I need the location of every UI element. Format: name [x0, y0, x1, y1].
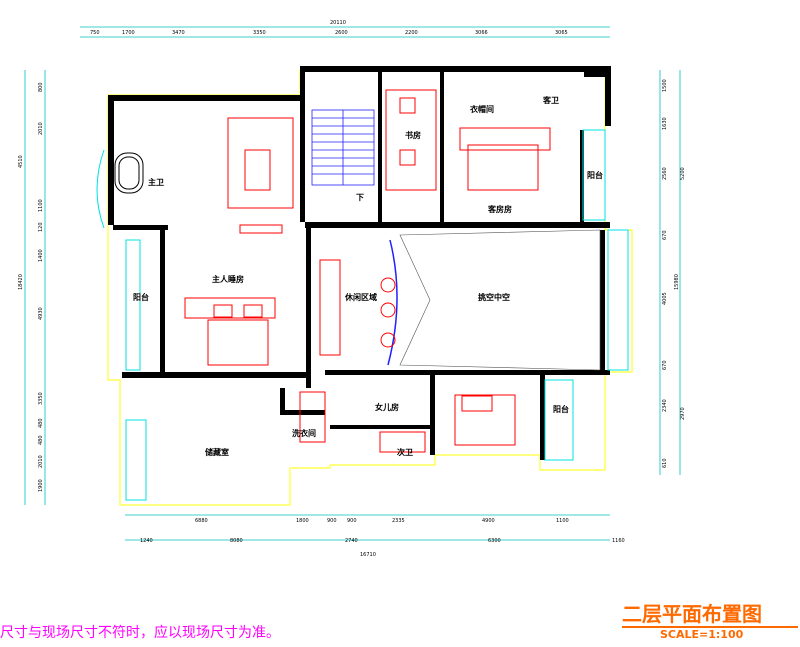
windows: [96, 129, 629, 501]
dim-top-4: 2600: [335, 30, 348, 36]
dim-top-5: 2200: [405, 30, 418, 36]
dim-bottom1-2: 900: [327, 518, 337, 524]
dim-bottom1-3: 900: [347, 518, 357, 524]
note-text: 尺寸与现场尺寸不符时，应以现场尺寸为准。: [0, 625, 280, 641]
dim-bottom2-2: 2740: [345, 538, 358, 544]
room-labels: 主卫 主人睡房 阳台 书房 衣帽间 客房房 阳台 休闲区域 挑空中空 女儿房 阳…: [133, 95, 603, 457]
room-master-bath: 主卫: [148, 177, 164, 187]
dim-left-4: 120: [38, 222, 44, 232]
plan-scale: SCALE=1:100: [660, 628, 744, 641]
room-balcony-se: 阳台: [553, 404, 569, 414]
dim-bottom2-4: 1160: [612, 538, 625, 544]
dims-right: 15980 1500 1630 2560 5200 670 4005 670 2…: [662, 79, 686, 468]
room-atrium: 挑空中空: [478, 292, 510, 302]
dim-right-2: 2560: [662, 167, 668, 180]
dim-right-4: 670: [662, 230, 668, 240]
room-daughter: 女儿房: [375, 402, 399, 412]
room-bath-s: 次卫: [397, 447, 413, 457]
furniture: [184, 89, 551, 453]
dim-left-5: 1400: [38, 249, 44, 262]
stair: [311, 109, 375, 186]
dim-top-1: 1700: [122, 30, 135, 36]
room-wash: 洗衣间: [292, 428, 316, 438]
room-balcony-ne: 阳台: [587, 170, 603, 180]
room-cloak: 衣帽间: [470, 104, 494, 114]
dim-right-9: 610: [662, 458, 668, 468]
dim-right-7: 2340: [662, 399, 668, 412]
room-bath-n: 客卫: [542, 95, 559, 105]
room-study: 书房: [405, 130, 421, 140]
dim-left-1: 2010: [38, 122, 44, 135]
dim-top-3: 3350: [253, 30, 266, 36]
dim-left-2: 4510: [18, 155, 24, 168]
dim-left-7: 3350: [38, 392, 44, 405]
dim-left-8: 480: [38, 418, 44, 428]
dim-top-6: 3066: [475, 30, 488, 36]
dims-bottom: 6880 1800 900 900 2335 4900 1100 1240 80…: [140, 518, 625, 558]
dim-right-3: 5200: [680, 167, 686, 180]
plan-title: 二层平面布置图: [622, 602, 762, 626]
atrium-void: [387, 229, 601, 371]
dims-top: 20110 750 1700 3470 3350 2600 2200 3066 …: [90, 20, 568, 36]
bathtub: [114, 152, 144, 194]
dim-top-0: 750: [90, 30, 100, 36]
dim-bottom1-5: 4900: [482, 518, 495, 524]
dim-right-5: 4005: [662, 292, 668, 305]
room-storage: 储藏室: [204, 447, 229, 457]
dim-bottom1-0: 6880: [195, 518, 208, 524]
dim-left-total: 18420: [18, 274, 24, 290]
dim-bottom2-1: 8080: [230, 538, 243, 544]
dim-bottom2-3: 6300: [488, 538, 501, 544]
dim-left-9: 480: [38, 435, 44, 445]
dim-bottom2-0: 1240: [140, 538, 153, 544]
room-master-bed: 主人睡房: [212, 274, 244, 284]
room-balcony-w: 阳台: [133, 292, 149, 302]
room-leisure: 休闲区域: [344, 292, 377, 302]
dim-left-10: 2010: [38, 455, 44, 468]
dim-left-3: 1100: [38, 199, 44, 212]
dims-left: 18420 800 2010 4510 1100 120 1400 4930 3…: [18, 82, 44, 492]
dim-left-6: 4930: [38, 307, 44, 320]
label-stair-down: 下: [356, 193, 364, 202]
dim-right-8: 2970: [680, 407, 686, 420]
walls: [108, 66, 611, 460]
dim-bottom-total: 16710: [360, 552, 376, 558]
dim-left-0: 800: [38, 82, 44, 92]
dimension-lines: [24, 26, 681, 541]
dim-right-1: 1630: [662, 117, 668, 130]
title-underline: [622, 626, 798, 628]
dim-bottom1-6: 1100: [556, 518, 569, 524]
dim-bottom1-1: 1800: [296, 518, 309, 524]
dim-top-7: 3065: [555, 30, 568, 36]
dim-bottom1-4: 2335: [392, 518, 405, 524]
room-guest-bed: 客房房: [487, 204, 512, 214]
dim-right-6: 670: [662, 360, 668, 370]
dim-left-11: 1900: [38, 479, 44, 492]
dim-right-total: 15980: [674, 274, 680, 290]
building-outline: [107, 69, 633, 506]
dim-right-0: 1500: [662, 79, 668, 92]
dim-top-total: 20110: [330, 20, 346, 26]
dim-top-2: 3470: [172, 30, 185, 36]
